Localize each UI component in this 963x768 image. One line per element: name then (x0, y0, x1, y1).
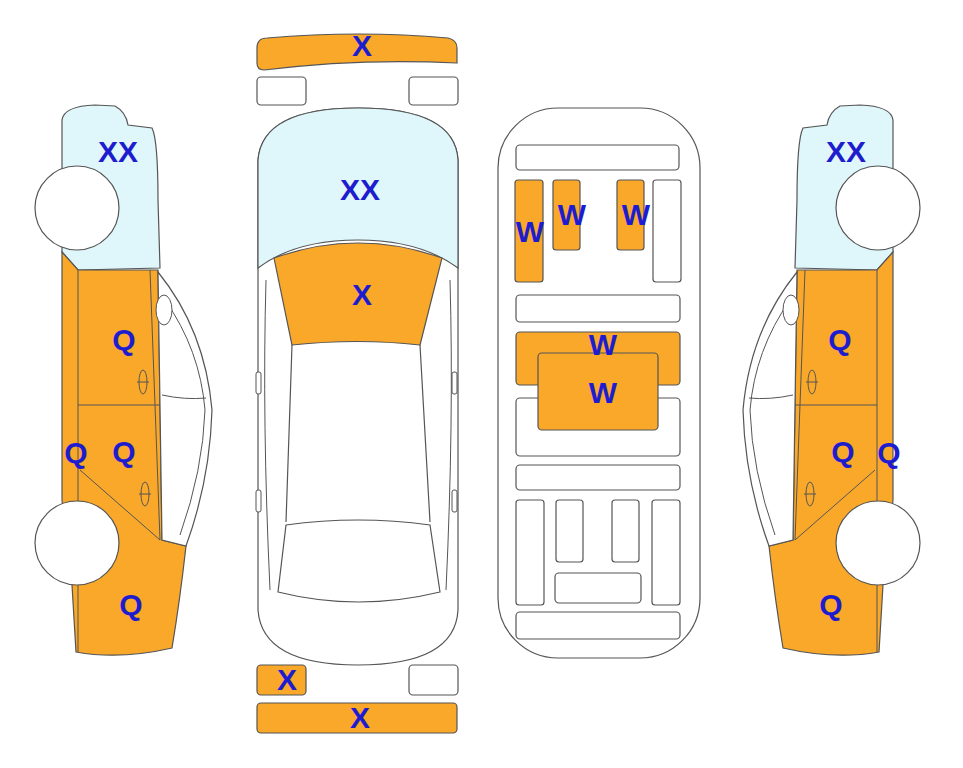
damage-code: W (589, 330, 617, 360)
damage-code: X (350, 703, 370, 733)
right-side-view (743, 105, 920, 655)
underside-view (498, 108, 700, 658)
left-side-view (35, 105, 212, 655)
damage-code: Q (119, 590, 142, 620)
damage-code: Q (831, 437, 854, 467)
damage-code: Q (828, 325, 851, 355)
damage-code: W (622, 200, 650, 230)
damage-code: Q (877, 438, 900, 468)
damage-code: XX (826, 137, 866, 167)
damage-code: Q (112, 325, 135, 355)
damage-code: W (516, 217, 544, 247)
damage-code: W (589, 378, 617, 408)
damage-code: XX (98, 137, 138, 167)
damage-code: X (277, 665, 297, 695)
damage-code: XX (340, 175, 380, 205)
top-view (256, 34, 458, 733)
damage-code: X (352, 280, 372, 310)
damage-code: X (352, 31, 372, 61)
damage-code: Q (819, 590, 842, 620)
damage-code: W (558, 200, 586, 230)
damage-code: Q (112, 437, 135, 467)
damage-code: Q (64, 438, 87, 468)
